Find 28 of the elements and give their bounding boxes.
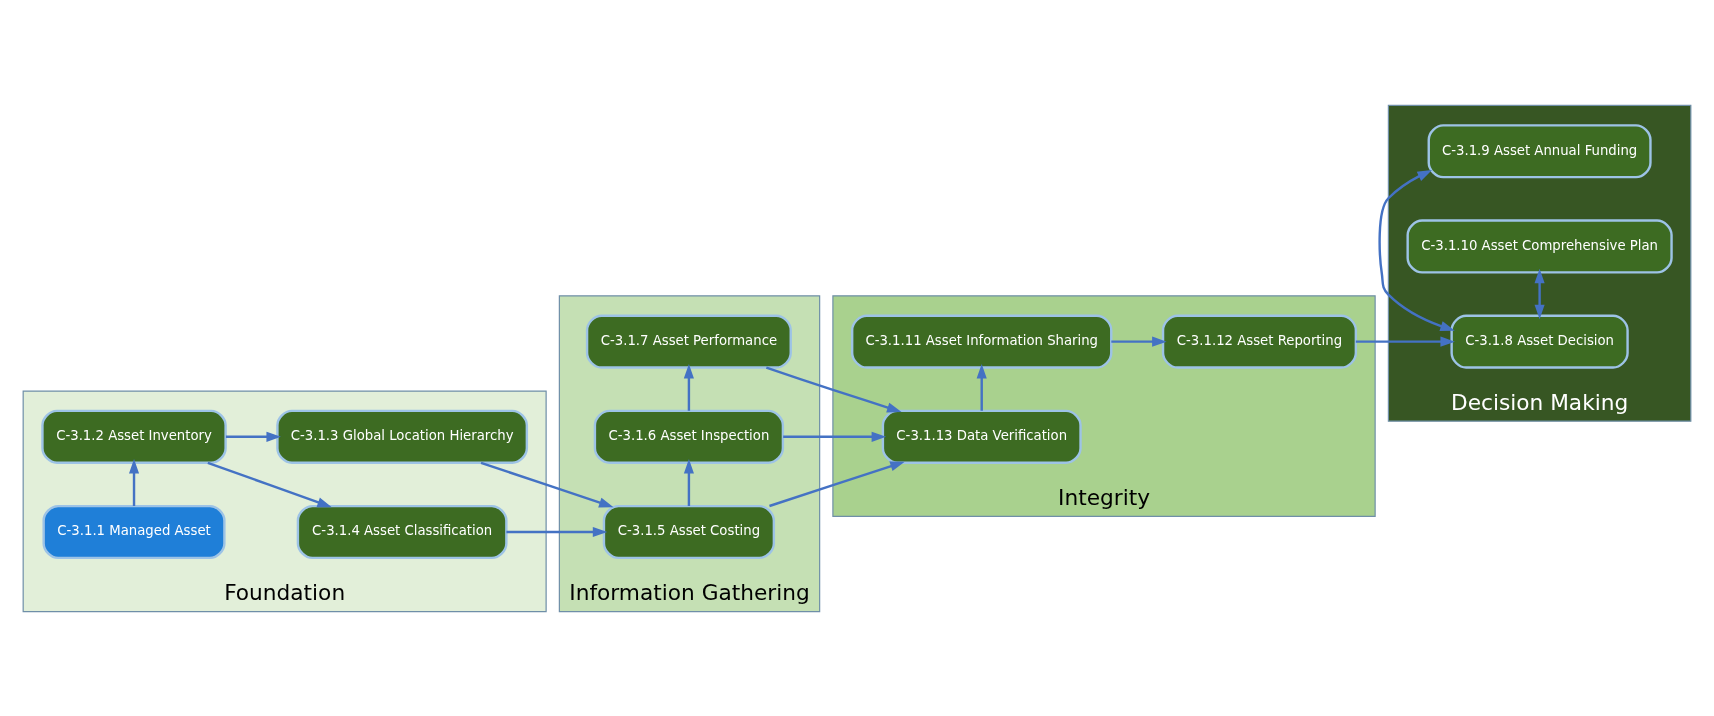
arrow [480,461,614,507]
node-box: C-3.1.13 Data Verification [881,409,1082,464]
arrow [128,458,140,506]
node-box: C-3.1.12 Asset Reporting [1161,314,1358,369]
node-box: C-3.1.5 Asset Costing [602,504,776,559]
node-box: C-3.1.10 Asset Comprehensive Plan [1406,218,1673,274]
node-box: C-3.1.1 Managed Asset [42,504,226,559]
node-box: C-3.1.6 Asset Inspection [593,409,785,464]
arrow [1355,336,1455,347]
node-box: C-3.1.2 Asset Inventory [41,409,227,464]
node-box: C-3.1.8 Asset Decision [1450,314,1629,369]
node-box: C-3.1.3 Global Location Hierarchy [276,409,529,464]
node-box: C-3.1.7 Asset Performance [585,314,792,369]
arrow [683,363,694,411]
arrow [1111,336,1167,347]
arrow [207,461,332,507]
arrow [683,458,694,506]
node-box: C-3.1.4 Asset Classification [296,504,508,559]
arrow [1534,268,1545,319]
node-box: C-3.1.11 Asset Information Sharing [850,314,1113,369]
arrow [765,366,902,412]
arrow [783,431,887,442]
arrow [976,363,987,411]
arrow [1378,169,1455,331]
arrow [769,460,905,507]
node-box: C-3.1.9 Asset Annual Funding [1427,123,1652,178]
arrow [506,526,608,537]
arrow [225,431,281,442]
